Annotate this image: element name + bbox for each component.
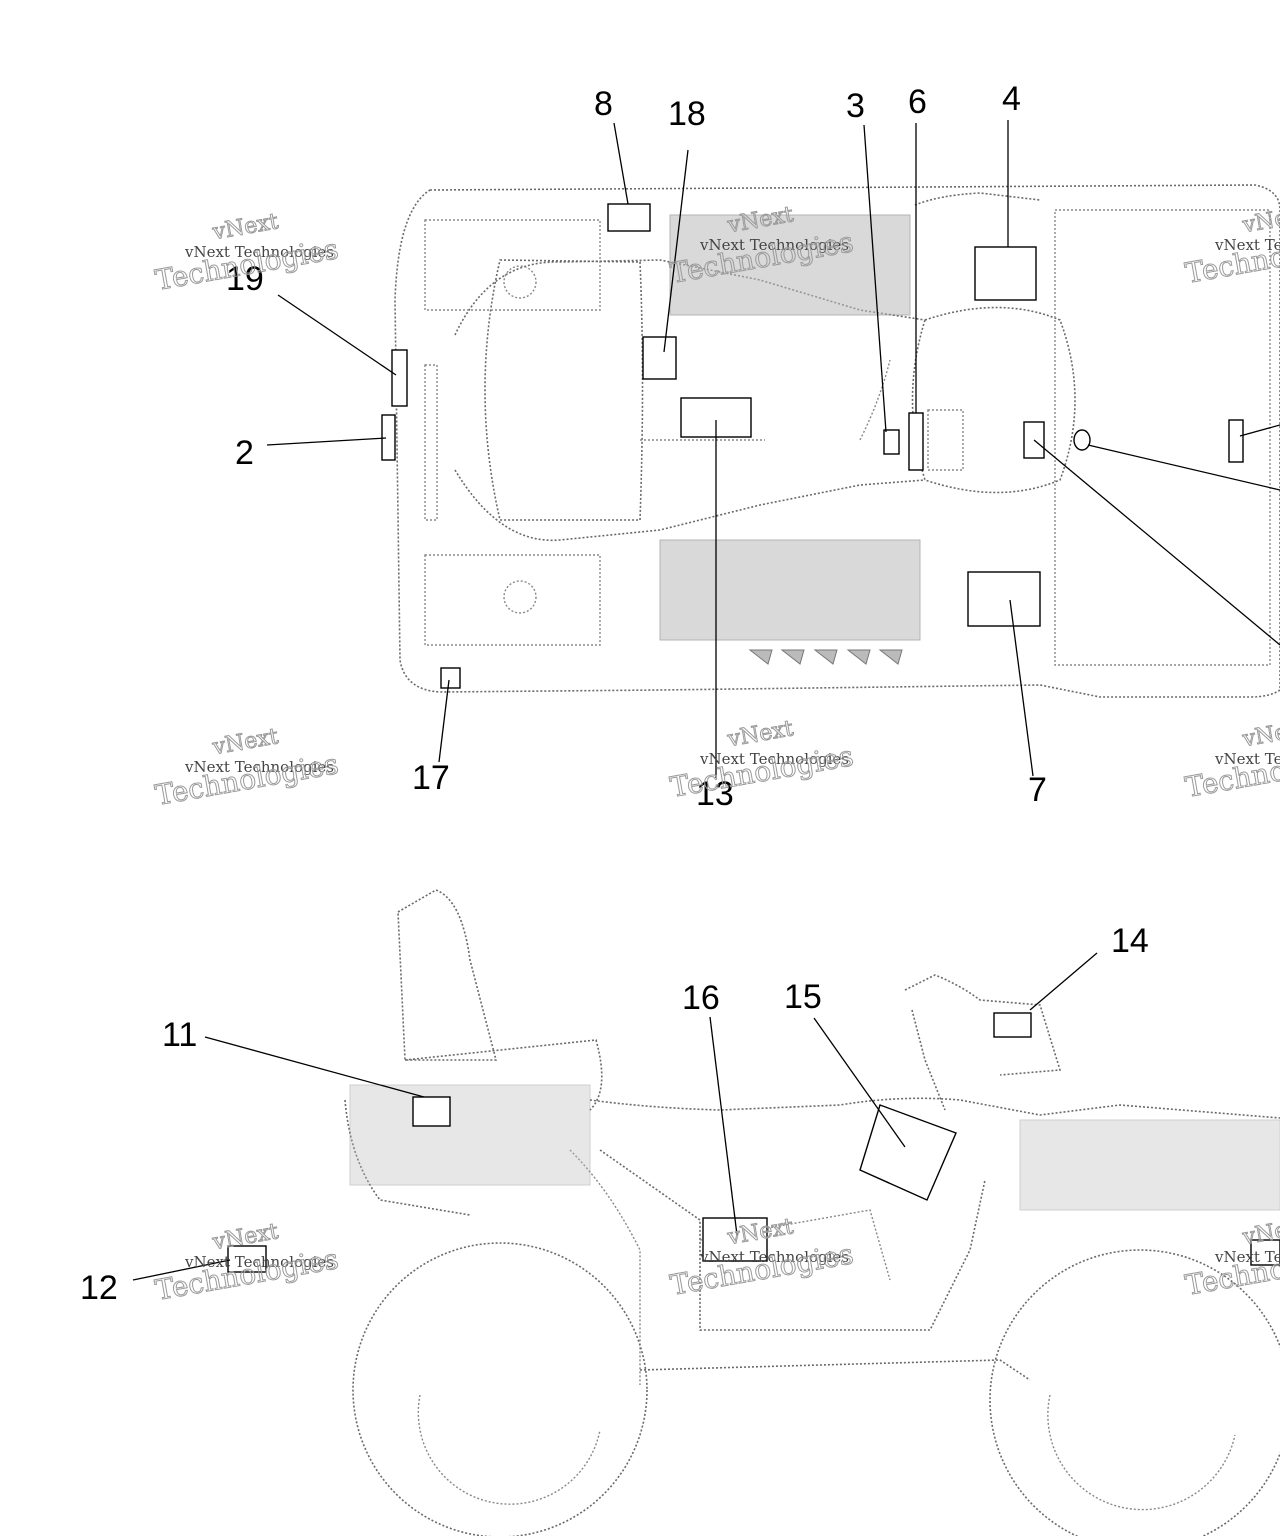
atv-side-view: [132, 889, 1280, 1536]
callout-14: 14: [1111, 922, 1149, 960]
watermark-mid-right: vNext vNext Technologies Technologies: [1182, 716, 1280, 805]
svg-text:vNext Technologies: vNext Technologies: [1214, 1248, 1280, 1266]
svg-text:Technologies: Technologies: [1183, 739, 1280, 804]
callout-12: 12: [80, 1269, 118, 1307]
svg-text:vNext: vNext: [210, 209, 280, 245]
watermark-top-right: vNext vNext Technologies Technologies: [1182, 202, 1280, 291]
callout-3: 3: [846, 87, 865, 125]
callout-13: 13: [696, 775, 734, 813]
svg-text:vNext Technologies: vNext Technologies: [699, 236, 849, 254]
svg-text:vNext: vNext: [1240, 1214, 1280, 1250]
callout-7: 7: [1028, 771, 1047, 809]
svg-text:vNext: vNext: [1240, 716, 1280, 752]
svg-text:vNext Technologies: vNext Technologies: [1214, 236, 1280, 254]
watermark-bottom-center: vNext vNext Technologies Technologies: [667, 1214, 856, 1303]
svg-text:vNext Technologies: vNext Technologies: [184, 1253, 334, 1271]
watermark-mid-left: vNext vNext Technologies Technologies: [152, 724, 341, 813]
svg-text:Technologies: Technologies: [153, 747, 341, 812]
callout-11: 11: [162, 1016, 197, 1054]
svg-text:vNext Technologies: vNext Technologies: [184, 243, 334, 261]
svg-text:Technologies: Technologies: [1183, 225, 1280, 290]
atv-top-view: [266, 120, 1280, 778]
callout-17: 17: [412, 759, 450, 797]
svg-text:vNext: vNext: [1240, 202, 1280, 238]
callout-2: 2: [235, 434, 254, 472]
svg-text:vNext Technologies: vNext Technologies: [1214, 750, 1280, 768]
callout-4: 4: [1002, 80, 1021, 118]
svg-text:vNext Technologies: vNext Technologies: [699, 1248, 849, 1266]
callout-16: 16: [682, 979, 720, 1017]
callout-15: 15: [784, 978, 822, 1016]
svg-text:vNext: vNext: [725, 716, 795, 752]
callout-18: 18: [668, 95, 706, 133]
watermark-bottom-right: vNext vNext Technologies Technologies: [1182, 1214, 1280, 1303]
callout-8: 8: [594, 85, 613, 123]
svg-text:vNext Technologies: vNext Technologies: [699, 750, 849, 768]
callout-6: 6: [908, 83, 927, 121]
svg-text:vNext Technologies: vNext Technologies: [184, 758, 334, 776]
svg-text:vNext: vNext: [210, 724, 280, 760]
svg-text:Technologies: Technologies: [668, 739, 856, 804]
watermark-mid-center: vNext vNext Technologies Technologies: [667, 716, 856, 805]
callout-19: 19: [226, 260, 264, 298]
watermark-bottom-left: vNext vNext Technologies Technologies: [152, 1219, 341, 1308]
